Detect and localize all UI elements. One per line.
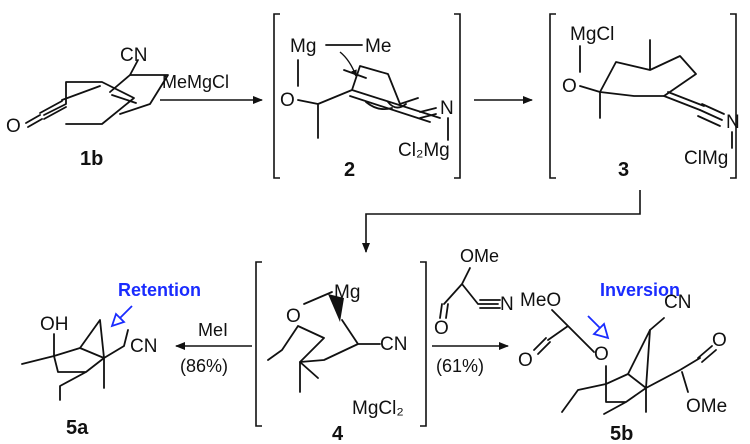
- step3-arrow: [362, 190, 641, 253]
- compound-1b-label: 1b: [80, 148, 103, 170]
- retention-arrow: [110, 305, 133, 328]
- 3-oxygen-label: O: [562, 76, 577, 97]
- 2-nitrogen-label: N: [440, 98, 454, 119]
- 4-cyano-label: CN: [380, 334, 407, 355]
- 3-nitrogen-label: N: [726, 112, 740, 133]
- mei-reagent: MeI: [198, 320, 228, 340]
- compound-5b-label: 5b: [610, 423, 633, 444]
- compound-5b: Inversion MeO O O CN O OMe 5b: [518, 280, 727, 444]
- compound-3: MgCl O N ClMg 3: [549, 13, 740, 181]
- 1b-oxygen-label: O: [6, 116, 21, 137]
- compound-2-label: 2: [344, 159, 355, 181]
- 5a-hydroxyl-label: OH: [40, 314, 69, 335]
- compound-5a: Retention OH CN 5a: [21, 280, 201, 439]
- retention-callout: Retention: [118, 280, 201, 300]
- 2-me-label: Me: [365, 36, 391, 57]
- compound-2: Mg Me O N Cl₂Mg 2: [273, 13, 461, 181]
- 2-mg-label: Mg: [290, 36, 316, 57]
- 4-oxygen-label: O: [286, 306, 301, 327]
- mei-yield: (86%): [180, 356, 228, 376]
- 2-mgcl2-label: Cl₂Mg: [398, 140, 450, 161]
- compound-3-label: 3: [618, 159, 629, 181]
- inversion-callout: Inversion: [600, 280, 680, 300]
- cyanoformate-oxygen-label: O: [434, 318, 449, 339]
- cyanoformate-arrow: OMe O N (61%): [432, 246, 514, 376]
- 5b-cyano-label: CN: [664, 292, 691, 313]
- compound-5a-label: 5a: [66, 417, 89, 439]
- mei-arrow: MeI (86%): [175, 320, 252, 376]
- 5b-methoxy-ester-label: OMe: [686, 396, 727, 417]
- 5a-cyano-label: CN: [130, 336, 157, 357]
- step1-arrow: MeMgCl: [160, 72, 263, 104]
- cyanoformate-nitrogen-label: N: [500, 294, 514, 315]
- 5b-ester-oxygen-label: O: [712, 330, 727, 351]
- 5b-carbonate-oxygen-label: O: [518, 350, 533, 371]
- 1b-cyano-label: CN: [120, 45, 147, 66]
- compound-4-label: 4: [332, 423, 344, 444]
- 3-clmg-label: ClMg: [684, 148, 728, 169]
- 5b-methoxy-label: MeO: [520, 290, 561, 311]
- compound-1b: CN O 1b: [6, 45, 169, 170]
- 5b-ring-oxygen-label: O: [594, 344, 609, 365]
- inversion-arrow: [587, 315, 610, 340]
- cyanoformate-yield: (61%): [436, 356, 484, 376]
- memgcl-reagent: MeMgCl: [162, 72, 229, 92]
- 2-oxygen-label: O: [280, 90, 295, 111]
- 4-mgcl2-label: MgCl₂: [352, 398, 404, 419]
- 3-mgcl-label: MgCl: [570, 24, 614, 45]
- cyanoformate-ome-label: OMe: [460, 246, 499, 266]
- compound-4: Mg O CN MgCl₂ 4: [255, 261, 427, 444]
